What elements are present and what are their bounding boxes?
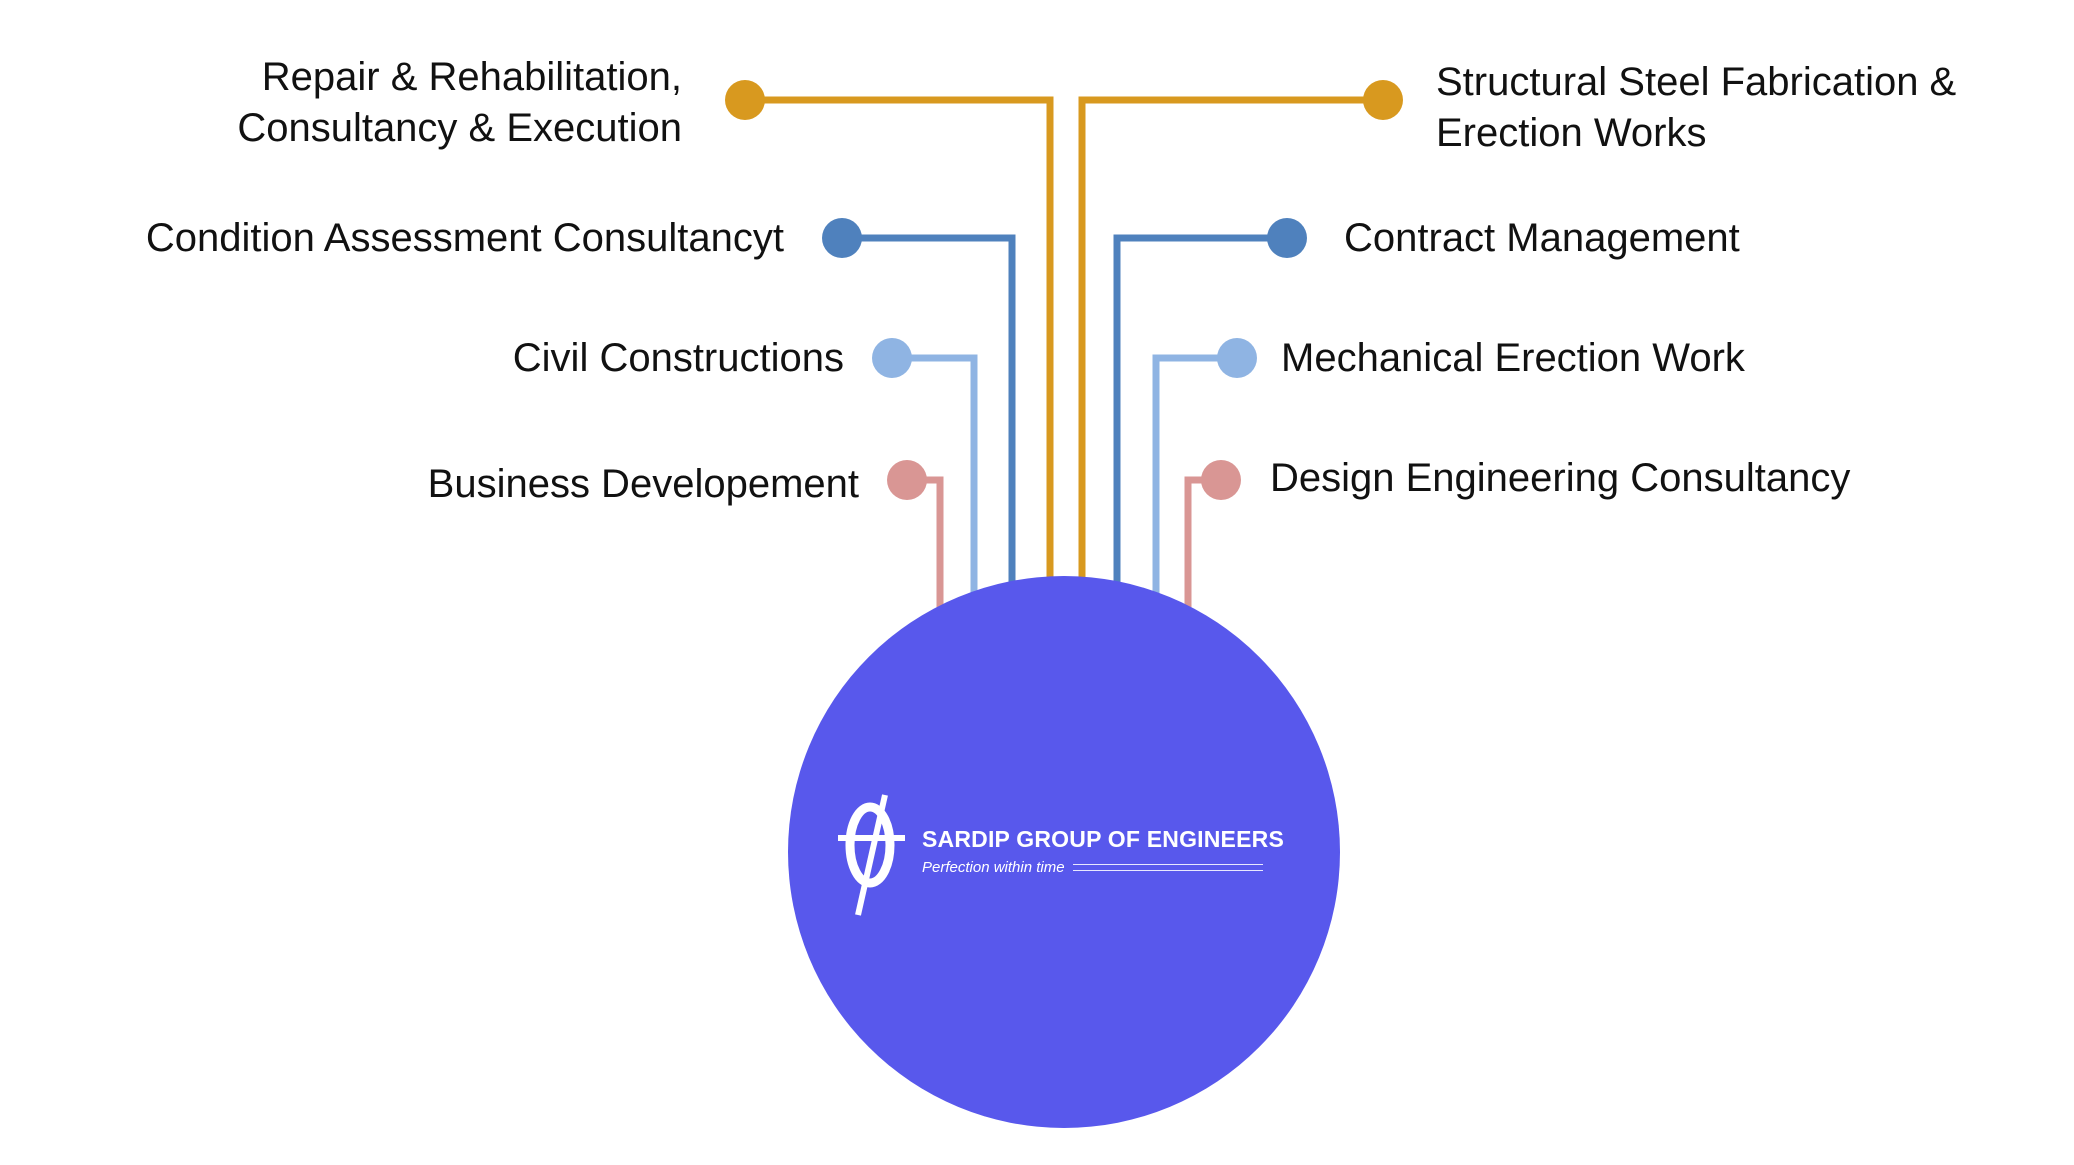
dot-left-2 — [822, 218, 862, 258]
dot-right-3 — [1217, 338, 1257, 378]
label-line: Mechanical Erection Work — [1281, 336, 1745, 380]
label-line: Civil Constructions — [512, 336, 844, 380]
hub-brand: SARDIP GROUP OF ENGINEERS Perfection wit… — [922, 826, 1284, 876]
label-line: Business Developement — [427, 462, 859, 506]
connector-line-right-2 — [1113, 234, 1287, 600]
label-line: Structural Steel Fabrication & — [1436, 60, 1957, 104]
branch-label-left-4: Business Developement — [428, 459, 859, 510]
tagline-rule — [1072, 864, 1263, 871]
label-line: Condition Assessment Consultancyt — [145, 216, 784, 260]
dot-left-1 — [725, 80, 765, 120]
tagline-text: Perfection within time — [922, 859, 1065, 876]
connector-line-left-3 — [892, 354, 978, 600]
dot-right-4 — [1201, 460, 1241, 500]
connector-line-left-4 — [907, 476, 944, 620]
connector-line-right-3 — [1152, 354, 1237, 600]
connector-line-right-4 — [1184, 476, 1221, 620]
label-line: Erection Works — [1436, 111, 1707, 155]
dot-right-1 — [1363, 80, 1403, 120]
connector-line-left-2 — [842, 234, 1016, 600]
sardip-logo-icon — [838, 794, 905, 916]
branch-label-left-3: Civil Constructions — [513, 333, 844, 384]
hub-circle — [788, 576, 1340, 1128]
dot-left-3 — [872, 338, 912, 378]
label-line: Consultancy & Execution — [237, 106, 682, 150]
dot-left-4 — [887, 460, 927, 500]
branch-label-left-1: Repair & Rehabilitation, Consultancy & E… — [237, 52, 682, 154]
connector-line-right-1 — [1078, 96, 1383, 600]
branch-label-right-1: Structural Steel Fabrication & Erection … — [1436, 57, 1956, 159]
label-line: Design Engineering Consultancy — [1270, 456, 1851, 500]
label-line: Repair & Rehabilitation, — [261, 55, 682, 99]
branch-label-right-2: Contract Management — [1344, 213, 1740, 264]
tagline: Perfection within time — [922, 859, 1284, 876]
branch-label-right-4: Design Engineering Consultancy — [1270, 453, 1850, 504]
dot-right-2 — [1267, 218, 1307, 258]
branch-label-left-2: Condition Assessment Consultancyt — [146, 213, 784, 264]
company-name: SARDIP GROUP OF ENGINEERS — [922, 826, 1284, 852]
label-line: Contract Management — [1344, 216, 1740, 260]
branch-label-right-3: Mechanical Erection Work — [1281, 333, 1745, 384]
connector-line-left-1 — [745, 96, 1054, 600]
